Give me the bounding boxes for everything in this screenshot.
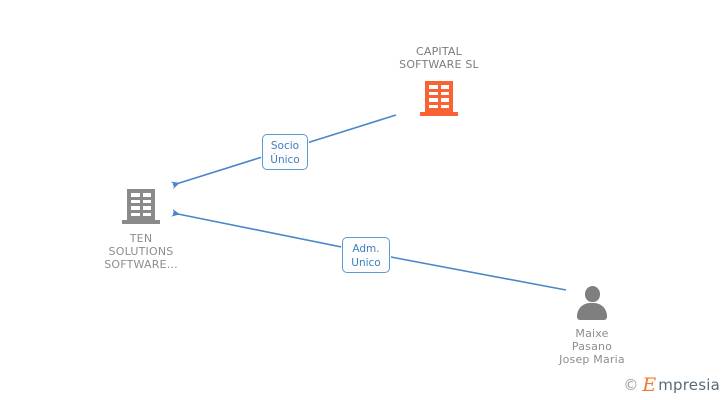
building-icon[interactable] (122, 189, 160, 224)
node-maixe-pasano-label: Maixe Pasano Josep Maria (559, 327, 625, 366)
building-window (440, 98, 449, 102)
building-window (142, 206, 151, 210)
building-window (440, 104, 449, 108)
building-window (440, 91, 449, 95)
building-window (440, 85, 449, 89)
node-ten-solutions[interactable]: TEN SOLUTIONS SOFTWARE... (71, 189, 211, 271)
node-capital-software[interactable]: CAPITAL SOFTWARE SL (369, 45, 509, 116)
empresia-watermark: © E mpresia (623, 376, 720, 395)
node-maixe-pasano[interactable]: Maixe Pasano Josep Maria (522, 286, 662, 366)
building-base (122, 220, 160, 224)
building-window (131, 193, 140, 197)
node-ten-solutions-label: TEN SOLUTIONS SOFTWARE... (104, 232, 178, 271)
person-icon[interactable] (573, 286, 611, 320)
building-window (429, 98, 438, 102)
building-window (142, 193, 151, 197)
brand-name: mpresia (658, 376, 720, 394)
building-window (131, 199, 140, 203)
edge-label-socio-unico[interactable]: Socio Único (262, 134, 308, 170)
building-window (429, 91, 438, 95)
building-icon[interactable] (420, 81, 458, 116)
building-window (429, 85, 438, 89)
building-door (429, 104, 438, 108)
brand-initial: E (642, 374, 657, 396)
person-head (584, 286, 600, 302)
node-capital-software-label: CAPITAL SOFTWARE SL (399, 45, 479, 71)
building-body (127, 189, 155, 220)
building-window (142, 212, 151, 216)
edge-label-adm-unico[interactable]: Adm. Unico (342, 237, 390, 273)
edge-adm-unico (171, 208, 567, 291)
building-door (131, 212, 140, 216)
copyright-icon: © (623, 376, 639, 394)
building-window (131, 206, 140, 210)
person-body (577, 303, 607, 320)
building-base (420, 112, 458, 116)
building-body (425, 81, 453, 112)
building-window (142, 199, 151, 203)
